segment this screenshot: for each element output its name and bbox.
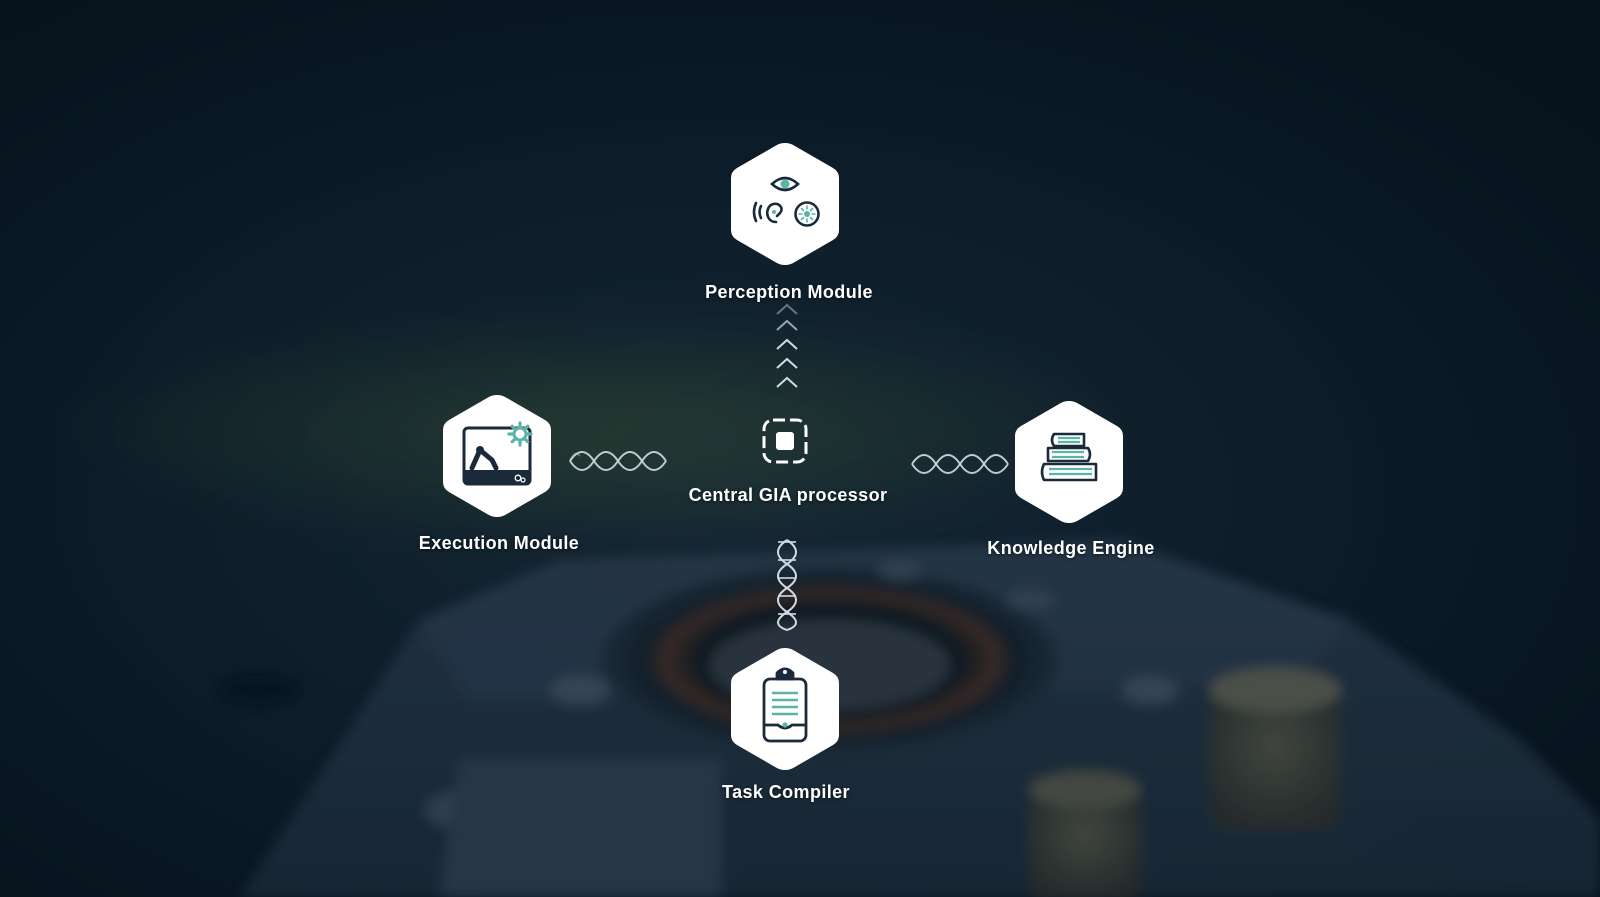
robot-arm-icon bbox=[462, 421, 533, 486]
central-processor-label: Central GIA processor bbox=[688, 485, 888, 505]
knowledge-engine-label: Knowledge Engine bbox=[987, 538, 1155, 558]
connector-chevrons-up bbox=[776, 303, 798, 388]
processor-icon bbox=[762, 418, 808, 464]
clipboard-icon bbox=[762, 667, 808, 743]
task-compiler-label: Task Compiler bbox=[722, 782, 850, 802]
connector-helix-bottom bbox=[777, 539, 797, 631]
perception-module-label: Perception Module bbox=[705, 282, 873, 302]
connector-helix-right bbox=[911, 454, 1009, 474]
senses-icon bbox=[752, 176, 820, 227]
books-icon bbox=[1040, 432, 1098, 482]
execution-module-label: Execution Module bbox=[418, 533, 580, 553]
connector-helix-left bbox=[569, 451, 667, 471]
task-compiler-node bbox=[731, 648, 839, 770]
knowledge-engine-node bbox=[1015, 401, 1123, 523]
perception-module-node bbox=[731, 143, 839, 265]
execution-module-node bbox=[443, 395, 551, 517]
